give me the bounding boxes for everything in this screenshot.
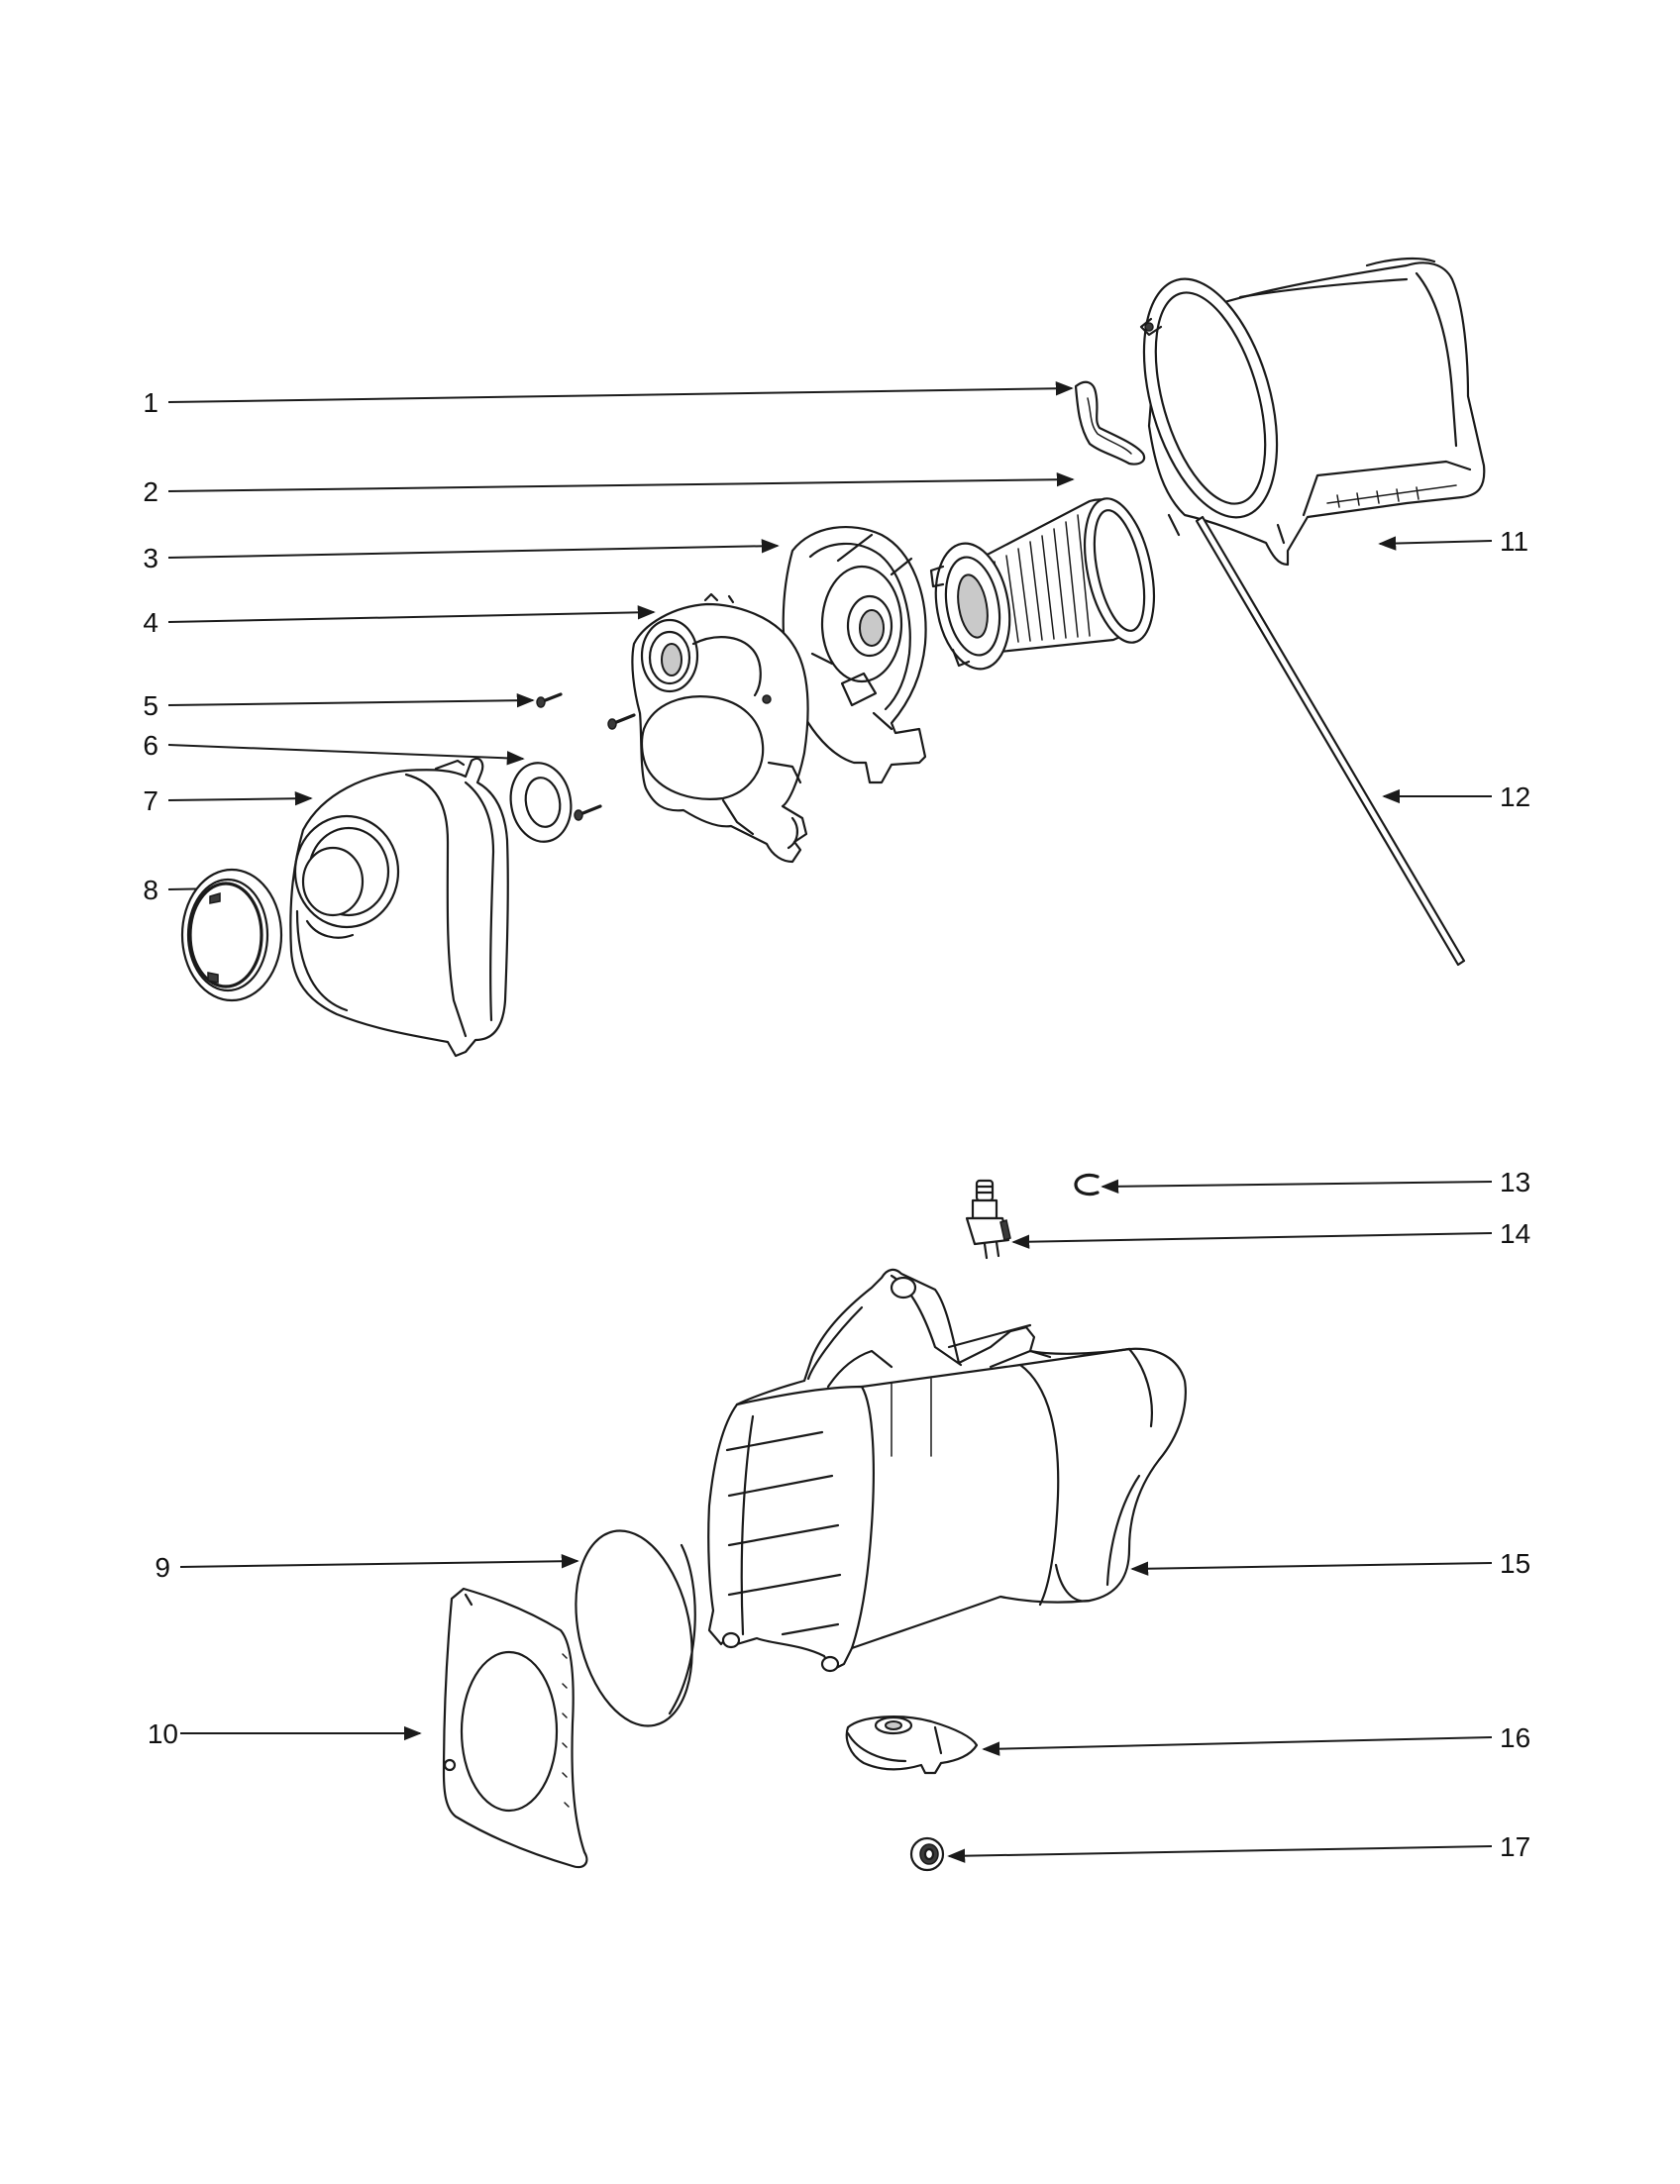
part-2-pleated-filter bbox=[929, 497, 1155, 671]
leader-4 bbox=[167, 605, 656, 623]
callout-label-11: 11 bbox=[1500, 526, 1529, 557]
callout-label-7: 7 bbox=[143, 785, 158, 816]
part-14-switch bbox=[965, 1179, 1011, 1260]
leader-lines bbox=[167, 381, 1493, 1863]
part-16-wheel-carrier bbox=[845, 1716, 979, 1775]
callout-label-8: 8 bbox=[143, 875, 158, 905]
leader-15 bbox=[1130, 1561, 1493, 1576]
callout-label-2: 2 bbox=[143, 476, 158, 507]
part-15-main-body bbox=[707, 1268, 1187, 1673]
part-11-dirt-cup bbox=[1139, 257, 1486, 567]
callout-label-17: 17 bbox=[1500, 1831, 1531, 1862]
callout-label-10: 10 bbox=[147, 1718, 178, 1749]
part-9-disc-filter bbox=[575, 1529, 696, 1727]
part-4-motor-housing bbox=[631, 592, 809, 864]
part-1-latch-gasket bbox=[1074, 380, 1146, 466]
callout-label-15: 15 bbox=[1500, 1548, 1531, 1579]
leader-2 bbox=[167, 472, 1075, 492]
callout-label-13: 13 bbox=[1500, 1167, 1531, 1197]
leader-3 bbox=[167, 539, 780, 559]
screw-a bbox=[536, 692, 563, 708]
part-17-grommet bbox=[909, 1836, 945, 1872]
leader-6 bbox=[167, 744, 525, 766]
part-12-rod bbox=[1195, 515, 1466, 967]
leader-17 bbox=[947, 1845, 1493, 1863]
callout-label-5: 5 bbox=[143, 690, 158, 721]
leader-13 bbox=[1101, 1179, 1493, 1194]
callout-label-16: 16 bbox=[1500, 1722, 1531, 1753]
callout-label-3: 3 bbox=[143, 543, 158, 573]
leader-1 bbox=[167, 381, 1074, 403]
leader-11 bbox=[1378, 536, 1493, 551]
part-10-exhaust-panel bbox=[442, 1587, 588, 1869]
leader-5 bbox=[167, 693, 535, 708]
part-13-clip bbox=[1074, 1173, 1100, 1196]
callout-label-12: 12 bbox=[1500, 781, 1531, 812]
screw-c bbox=[574, 804, 602, 821]
callout-label-9: 9 bbox=[155, 1552, 170, 1583]
leader-9 bbox=[179, 1554, 579, 1569]
part-7-front-cover bbox=[289, 757, 509, 1058]
leader-16 bbox=[982, 1736, 1493, 1756]
part-5-screws bbox=[536, 692, 636, 821]
leader-14 bbox=[1011, 1232, 1493, 1249]
callout-label-4: 4 bbox=[143, 607, 158, 638]
callout-label-6: 6 bbox=[143, 730, 158, 761]
part-3-filter-housing bbox=[782, 525, 927, 784]
screw-b bbox=[607, 713, 636, 730]
part-8-lens-ring bbox=[180, 868, 283, 1002]
part-6-ring-seal bbox=[509, 762, 573, 843]
callout-label-1: 1 bbox=[143, 387, 158, 418]
leader-7 bbox=[167, 791, 313, 806]
callout-label-14: 14 bbox=[1500, 1218, 1531, 1249]
